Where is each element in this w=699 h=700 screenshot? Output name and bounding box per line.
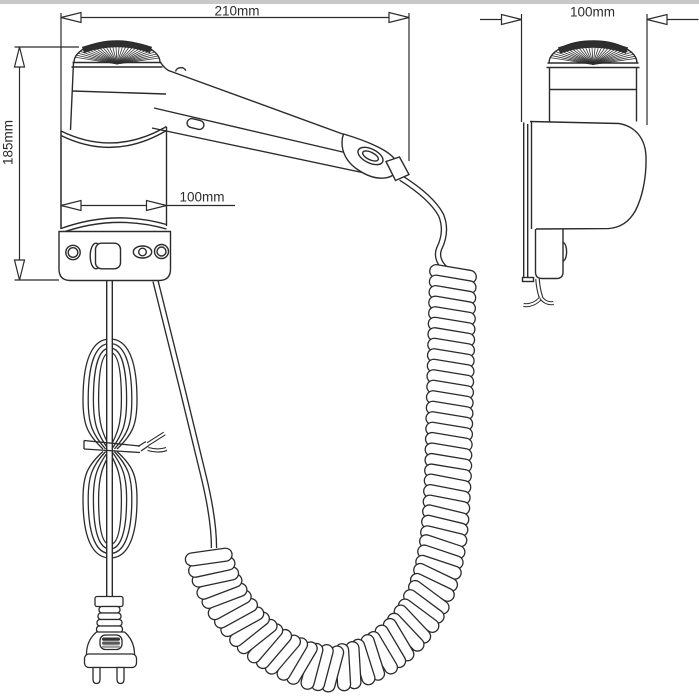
plug-collar [94, 595, 124, 608]
side-depth-dimension: 100mm [480, 5, 699, 125]
side-depth-dimension-label: 100mm [570, 5, 615, 20]
dryer-head-side [546, 40, 640, 122]
plug-strain-relief-ribs [95, 605, 124, 634]
hair-dryer-front-view [58, 40, 410, 282]
twist-tie [83, 431, 168, 454]
arrowhead-left-icon [646, 13, 668, 26]
front-width-dimension: 210mm [60, 4, 410, 229]
dryer-head-front [69, 40, 167, 131]
wall-bracket-front [58, 125, 172, 282]
cable-leads [152, 175, 451, 549]
dryer-handle-front [151, 62, 410, 182]
arrowhead-up-icon [13, 46, 26, 68]
arrowhead-left-icon [60, 11, 82, 24]
front-bracket-width-dimension: 100mm [60, 190, 235, 212]
side-view-cord [523, 278, 554, 308]
arrowhead-right-icon [388, 11, 410, 24]
front-height-dimension-label: 185mm [1, 120, 16, 165]
wall-bracket-side [521, 120, 647, 283]
grille-dome-side [548, 40, 638, 64]
dimension-annotations: 210mm 185mm 100mm [1, 4, 699, 281]
grille-dome [73, 40, 161, 63]
arrowhead-left-icon [60, 199, 82, 212]
screw-right [153, 243, 170, 260]
power-switch[interactable] [94, 242, 122, 270]
coiled-cable [184, 264, 477, 693]
indicator-light [132, 245, 153, 259]
bracket-release-tab [186, 117, 205, 131]
screw-left [65, 244, 81, 261]
plug-pins [92, 666, 125, 685]
cable-boot [385, 156, 410, 182]
arrowhead-right-icon [145, 199, 167, 212]
handle-button [174, 66, 187, 72]
plug-flange [83, 653, 138, 669]
front-width-dimension-label: 210mm [214, 4, 259, 19]
arrowhead-right-icon [500, 13, 522, 26]
bracket-base-side [534, 229, 564, 280]
arrowhead-down-icon [13, 259, 26, 281]
front-height-dimension: 185mm [1, 46, 79, 281]
top-strip [0, 0, 699, 4]
hair-dryer-side-view [521, 40, 647, 308]
switch-side-profile [562, 241, 568, 262]
power-plug [83, 595, 138, 685]
front-bracket-width-dimension-label: 100mm [179, 190, 224, 205]
holster-profile [535, 122, 647, 230]
